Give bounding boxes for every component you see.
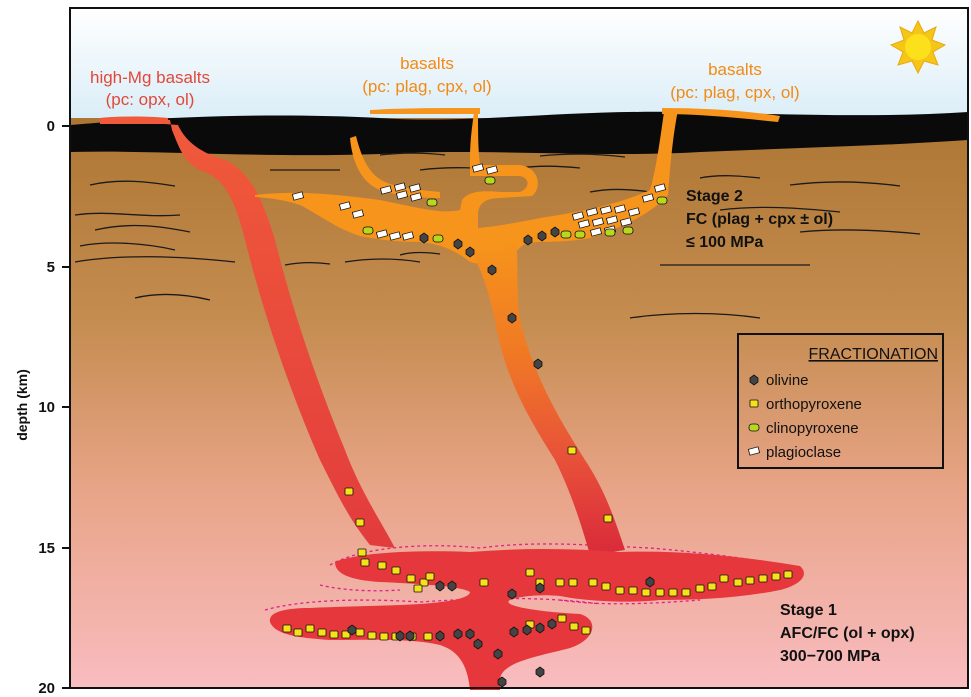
orthopyroxene-crystal (361, 559, 369, 566)
legend-label-olivine: olivine (766, 372, 809, 389)
stage2-process: FC (plag + cpx ± ol) (686, 211, 833, 228)
orthopyroxene-crystal (378, 562, 386, 569)
basalts-mid-title: basalts (400, 54, 454, 73)
orthopyroxene-crystal (318, 629, 326, 636)
orthopyroxene-crystal (569, 579, 577, 586)
orthopyroxene-crystal (602, 583, 610, 590)
tick-label-5: 5 (47, 259, 55, 276)
orthopyroxene-crystal (682, 589, 690, 596)
orthopyroxene-crystal (556, 579, 564, 586)
stage2-title: Stage 2 (686, 188, 743, 205)
high-mg-pc: (pc: opx, ol) (106, 90, 195, 109)
orthopyroxene-crystal (784, 571, 792, 578)
basalts-right-title: basalts (708, 60, 762, 79)
clinopyroxene-crystal (433, 235, 443, 242)
orthopyroxene-crystal (568, 447, 576, 454)
legend-title: FRACTIONATION (809, 346, 938, 363)
orthopyroxene-crystal (345, 488, 353, 495)
flow-high-mg (100, 117, 168, 125)
orthopyroxene-crystal (558, 615, 566, 622)
orthopyroxene-crystal (746, 577, 754, 584)
clinopyroxene-crystal (427, 199, 437, 206)
orthopyroxene-crystal (526, 569, 534, 576)
orthopyroxene-crystal (582, 627, 590, 634)
orthopyroxene-crystal (306, 625, 314, 632)
orthopyroxene-crystal (759, 575, 767, 582)
clinopyroxene-crystal (363, 227, 373, 234)
orthopyroxene-crystal (656, 589, 664, 596)
clinopyroxene-crystal (657, 197, 667, 204)
tick-label-15: 15 (38, 540, 55, 557)
tick-label-0: 0 (47, 118, 55, 135)
clinopyroxene-crystal (623, 227, 633, 234)
tick-label-10: 10 (38, 399, 55, 416)
orthopyroxene-crystal (294, 629, 302, 636)
orthopyroxene-crystal (426, 573, 434, 580)
orthopyroxene-swatch (750, 400, 758, 407)
clinopyroxene-crystal (485, 177, 495, 184)
orthopyroxene-crystal (356, 519, 364, 526)
orthopyroxene-crystal (358, 549, 366, 556)
orthopyroxene-crystal (356, 629, 364, 636)
clinopyroxene-crystal (575, 231, 585, 238)
orthopyroxene-crystal (283, 625, 291, 632)
orthopyroxene-crystal (616, 587, 624, 594)
depth-axis-title: depth (km) (14, 369, 30, 441)
orthopyroxene-crystal (380, 633, 388, 640)
legend-label-clinopyroxene: clinopyroxene (766, 420, 859, 437)
orthopyroxene-crystal (480, 579, 488, 586)
orthopyroxene-crystal (424, 633, 432, 640)
stage1-title: Stage 1 (780, 602, 837, 619)
orthopyroxene-crystal (570, 623, 578, 630)
orthopyroxene-crystal (414, 585, 422, 592)
orthopyroxene-crystal (708, 583, 716, 590)
orthopyroxene-crystal (720, 575, 728, 582)
orthopyroxene-crystal (629, 587, 637, 594)
high-mg-title: high-Mg basalts (90, 68, 210, 87)
legend-item-clinopyroxene: clinopyroxene (749, 420, 859, 437)
orthopyroxene-crystal (604, 515, 612, 522)
clinopyroxene-swatch (749, 424, 759, 431)
orthopyroxene-crystal (642, 589, 650, 596)
clinopyroxene-crystal (605, 229, 615, 236)
tick-label-20: 20 (38, 680, 55, 697)
orthopyroxene-crystal (669, 589, 677, 596)
orthopyroxene-crystal (407, 575, 415, 582)
basalts-right-pc: (pc: plag, cpx, ol) (670, 83, 799, 102)
stage1-pressure: 300−700 MPa (780, 648, 880, 665)
orthopyroxene-crystal (368, 632, 376, 639)
orthopyroxene-crystal (696, 585, 704, 592)
depth-axis (62, 126, 70, 688)
orthopyroxene-crystal (772, 573, 780, 580)
orthopyroxene-crystal (330, 631, 338, 638)
legend-item-orthopyroxene: orthopyroxene (750, 396, 862, 413)
stage1-process: AFC/FC (ol + opx) (780, 625, 915, 642)
orthopyroxene-crystal (589, 579, 597, 586)
clinopyroxene-crystal (561, 231, 571, 238)
orthopyroxene-crystal (734, 579, 742, 586)
basalts-mid-pc: (pc: plag, cpx, ol) (362, 77, 491, 96)
stage2-pressure: ≤ 100 MPa (686, 234, 763, 251)
orthopyroxene-crystal (392, 567, 400, 574)
legend-label-orthopyroxene: orthopyroxene (766, 396, 862, 413)
legend-label-plagioclase: plagioclase (766, 444, 841, 461)
